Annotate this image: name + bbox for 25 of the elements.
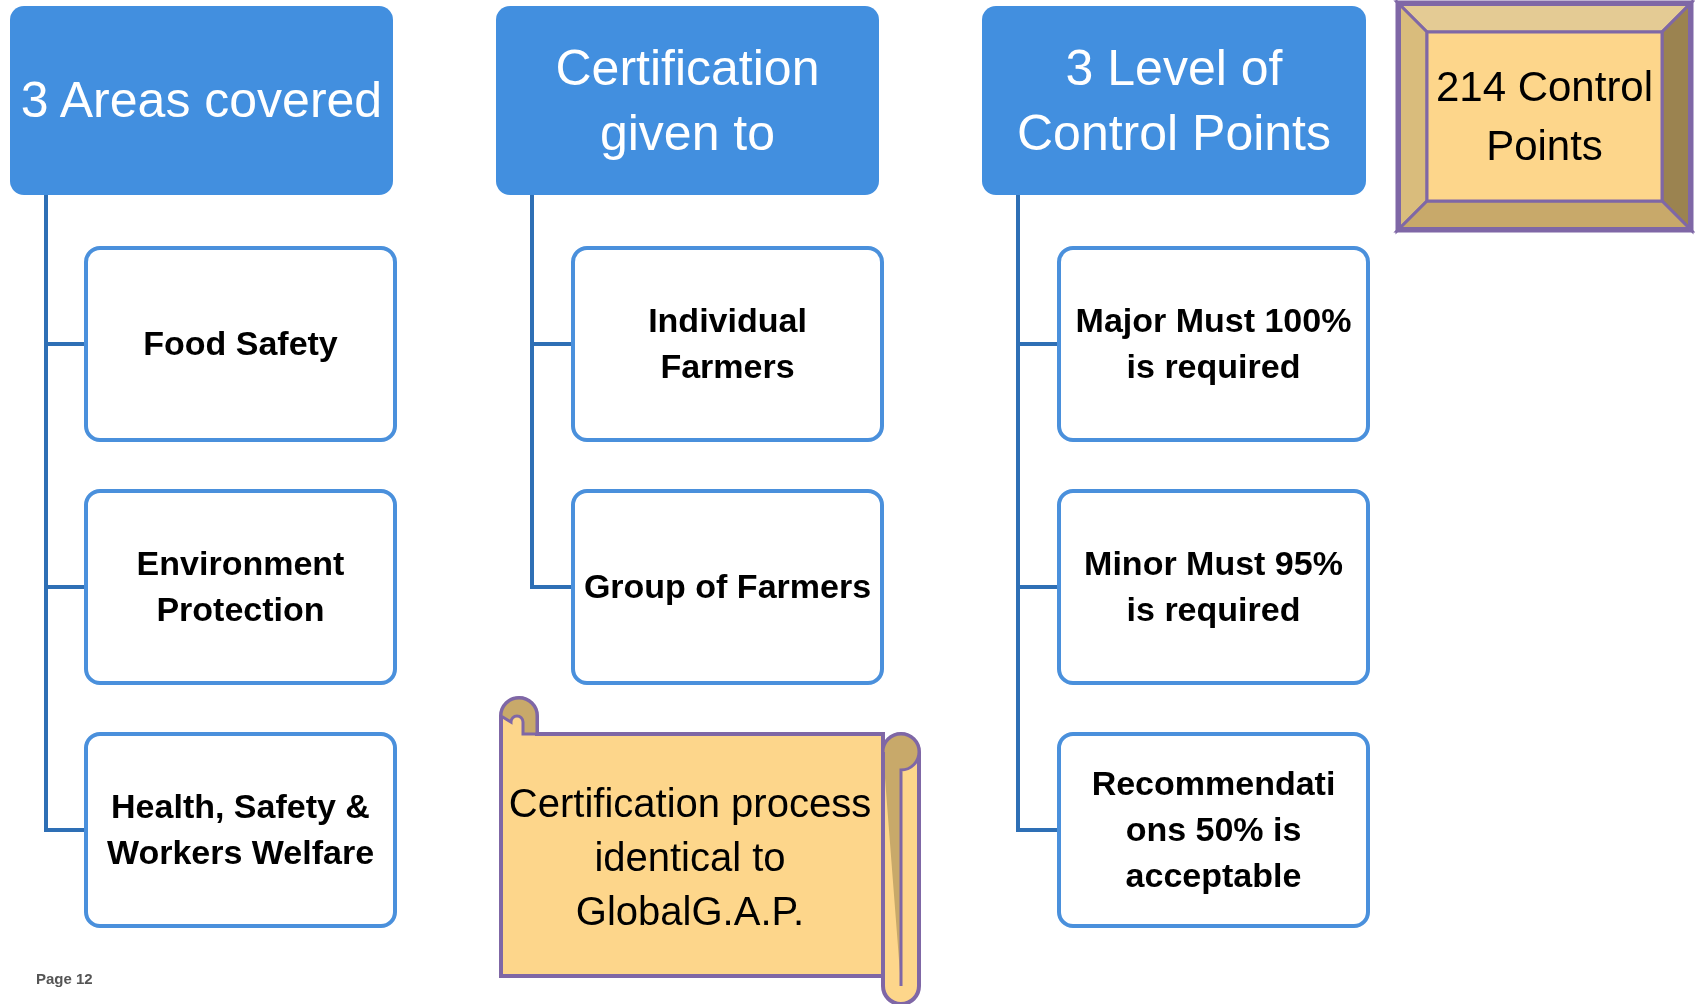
- header-box: [10, 6, 393, 195]
- node-text: Recommendati ons 50% is acceptable: [1090, 763, 1337, 896]
- item-box: [1057, 489, 1370, 685]
- header-box: [982, 6, 1366, 195]
- item-box: [571, 246, 884, 442]
- node-text: 3 Level of Control Points: [1015, 38, 1332, 163]
- connector-line: [530, 195, 571, 589]
- node-text: Food Safety: [143, 323, 338, 365]
- node-text: 3 Areas covered: [20, 71, 383, 130]
- node-text: Environment Protection: [135, 543, 346, 630]
- item-box: [84, 246, 397, 442]
- item-box: [1057, 732, 1370, 928]
- node-text: Certification process identical to GlobalG.A.P.: [507, 780, 873, 935]
- item-box: [84, 489, 397, 685]
- node-text: Certification given to: [554, 38, 821, 163]
- header-box: [496, 6, 879, 195]
- item-box: [84, 732, 397, 928]
- node-text: Health, Safety & Workers Welfare: [105, 786, 376, 873]
- item-box: [571, 489, 884, 685]
- node-text: Individual Farmers: [647, 300, 808, 387]
- page-number: Page 12: [36, 970, 93, 987]
- node-text: Group of Farmers: [583, 566, 872, 608]
- node-text: Minor Must 95% is required: [1083, 543, 1344, 630]
- item-box: [1057, 246, 1370, 442]
- node-text: Major Must 100% is required: [1074, 300, 1353, 387]
